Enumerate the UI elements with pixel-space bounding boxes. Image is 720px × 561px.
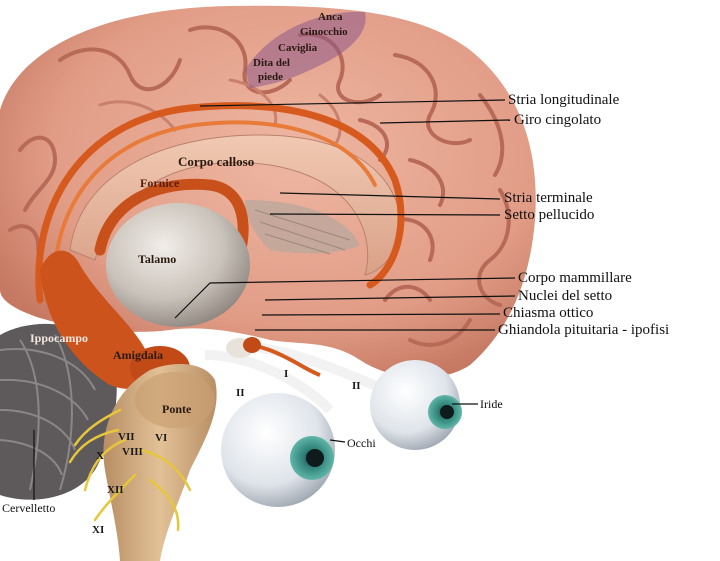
label-amigdala: Amigdala [113,348,164,362]
eye-left [221,393,335,507]
label-nerve-x: X [96,450,104,462]
optic-nerves [204,337,388,414]
thalamus [106,203,250,327]
label-occhi: Occhi [347,436,376,450]
label-ghiandola-pituitaria: Ghiandola pituitaria - ipofisi [498,322,670,338]
label-stria-longitudinale: Stria longitudinale [508,92,620,108]
label-nerve-ii-right: II [352,380,361,392]
label-ippocampo: Ippocampo [30,331,89,345]
brainstem [103,364,217,561]
label-nerve-xii: XII [107,484,124,496]
label-giro-cingolato: Giro cingolato [514,112,602,128]
label-iride: Iride [480,397,503,411]
label-stria-terminale: Stria terminale [504,190,593,206]
label-nuclei-del-setto: Nuclei del setto [518,288,613,304]
label-chiasma-ottico: Chiasma ottico [503,305,594,321]
leader-lines [33,99,516,500]
label-nerve-xi: XI [92,524,105,536]
label-nerve-vi: VI [155,432,168,444]
label-cervelletto: Cervelletto [2,501,56,515]
cranial-nerves [68,408,192,532]
septum-pellucidum [245,200,360,254]
label-setto-pellucido: Setto pellucido [504,207,595,223]
label-nerve-i: I [284,368,289,380]
label-caviglia: Caviglia [278,42,318,54]
label-nerve-vii: VII [118,431,135,443]
label-corpo-mammillare: Corpo mammillare [518,270,632,286]
label-talamo: Talamo [138,252,177,266]
label-anca: Anca [318,11,343,23]
label-ginocchio: Ginocchio [300,26,348,38]
label-nerve-ii-left: II [236,387,245,399]
label-corpo-calloso: Corpo calloso [178,154,255,169]
label-dita-del: Dita del [253,57,290,69]
label-ponte: Ponte [162,402,192,416]
label-nerve-viii: VIII [122,446,143,458]
eye-right [370,360,462,450]
label-fornice: Fornice [140,176,180,190]
label-piede: piede [258,71,284,83]
